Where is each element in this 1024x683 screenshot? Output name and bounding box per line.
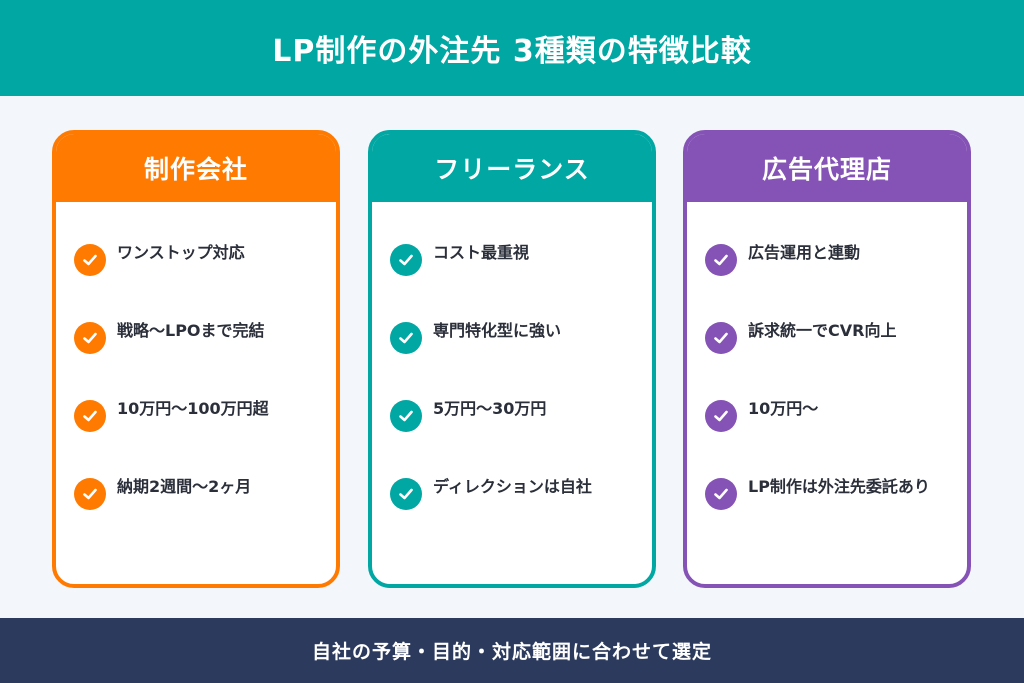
card-title: 制作会社: [56, 134, 336, 202]
list-item: ワンストップ対応: [74, 234, 245, 276]
check-circle-icon: [390, 322, 422, 354]
check-circle-icon: [705, 400, 737, 432]
item-text: 広告運用と連動: [748, 243, 861, 262]
header-banner: LP制作の外注先 3種類の特徴比較: [0, 0, 1024, 96]
item-text: 納期2週間〜2ヶ月: [117, 477, 252, 496]
check-circle-icon: [74, 244, 106, 276]
item-text: LP制作は外注先委託あり: [748, 477, 930, 496]
item-text: 10万円〜: [748, 399, 819, 418]
list-item: 戦略〜LPOまで完結: [74, 312, 265, 354]
page-title: LP制作の外注先 3種類の特徴比較: [272, 34, 752, 69]
list-item: ディレクションは自社: [390, 468, 592, 510]
check-circle-icon: [390, 244, 422, 276]
list-item: 10万円〜: [705, 390, 818, 432]
card-freelance: フリーランス コスト最重視 専門特化型に強い 5万円〜30万円 ディレクションは…: [368, 130, 656, 588]
list-item: 10万円〜100万円超: [74, 390, 269, 432]
list-item: 専門特化型に強い: [390, 312, 561, 354]
item-text: 戦略〜LPOまで完結: [117, 321, 265, 340]
item-text: コスト最重視: [433, 243, 530, 262]
item-text: ディレクションは自社: [433, 477, 592, 496]
footer-text: 自社の予算・目的・対応範囲に合わせて選定: [311, 641, 712, 663]
item-text: 専門特化型に強い: [433, 321, 562, 340]
card-ad-agency: 広告代理店 広告運用と連動 訴求統一でCVR向上 10万円〜 LP制作は外注先委…: [683, 130, 971, 588]
list-item: 納期2週間〜2ヶ月: [74, 468, 251, 510]
item-text: ワンストップ対応: [117, 243, 245, 262]
check-circle-icon: [705, 244, 737, 276]
check-circle-icon: [705, 322, 737, 354]
check-circle-icon: [705, 478, 737, 510]
card-title: フリーランス: [372, 134, 652, 202]
list-item: 広告運用と連動: [705, 234, 860, 276]
card-production-company: 制作会社 ワンストップ対応 戦略〜LPOまで完結 10万円〜100万円超 納期2…: [52, 130, 340, 588]
footer-banner: 自社の予算・目的・対応範囲に合わせて選定: [0, 618, 1024, 683]
list-item: コスト最重視: [390, 234, 529, 276]
item-text: 10万円〜100万円超: [117, 399, 269, 418]
list-item: LP制作は外注先委託あり: [705, 468, 930, 510]
list-item: 訴求統一でCVR向上: [705, 312, 896, 354]
list-item: 5万円〜30万円: [390, 390, 546, 432]
check-circle-icon: [390, 478, 422, 510]
check-circle-icon: [74, 478, 106, 510]
check-circle-icon: [390, 400, 422, 432]
item-text: 訴求統一でCVR向上: [748, 321, 897, 340]
check-circle-icon: [74, 322, 106, 354]
card-title: 広告代理店: [687, 134, 967, 202]
check-circle-icon: [74, 400, 106, 432]
item-text: 5万円〜30万円: [433, 399, 547, 418]
